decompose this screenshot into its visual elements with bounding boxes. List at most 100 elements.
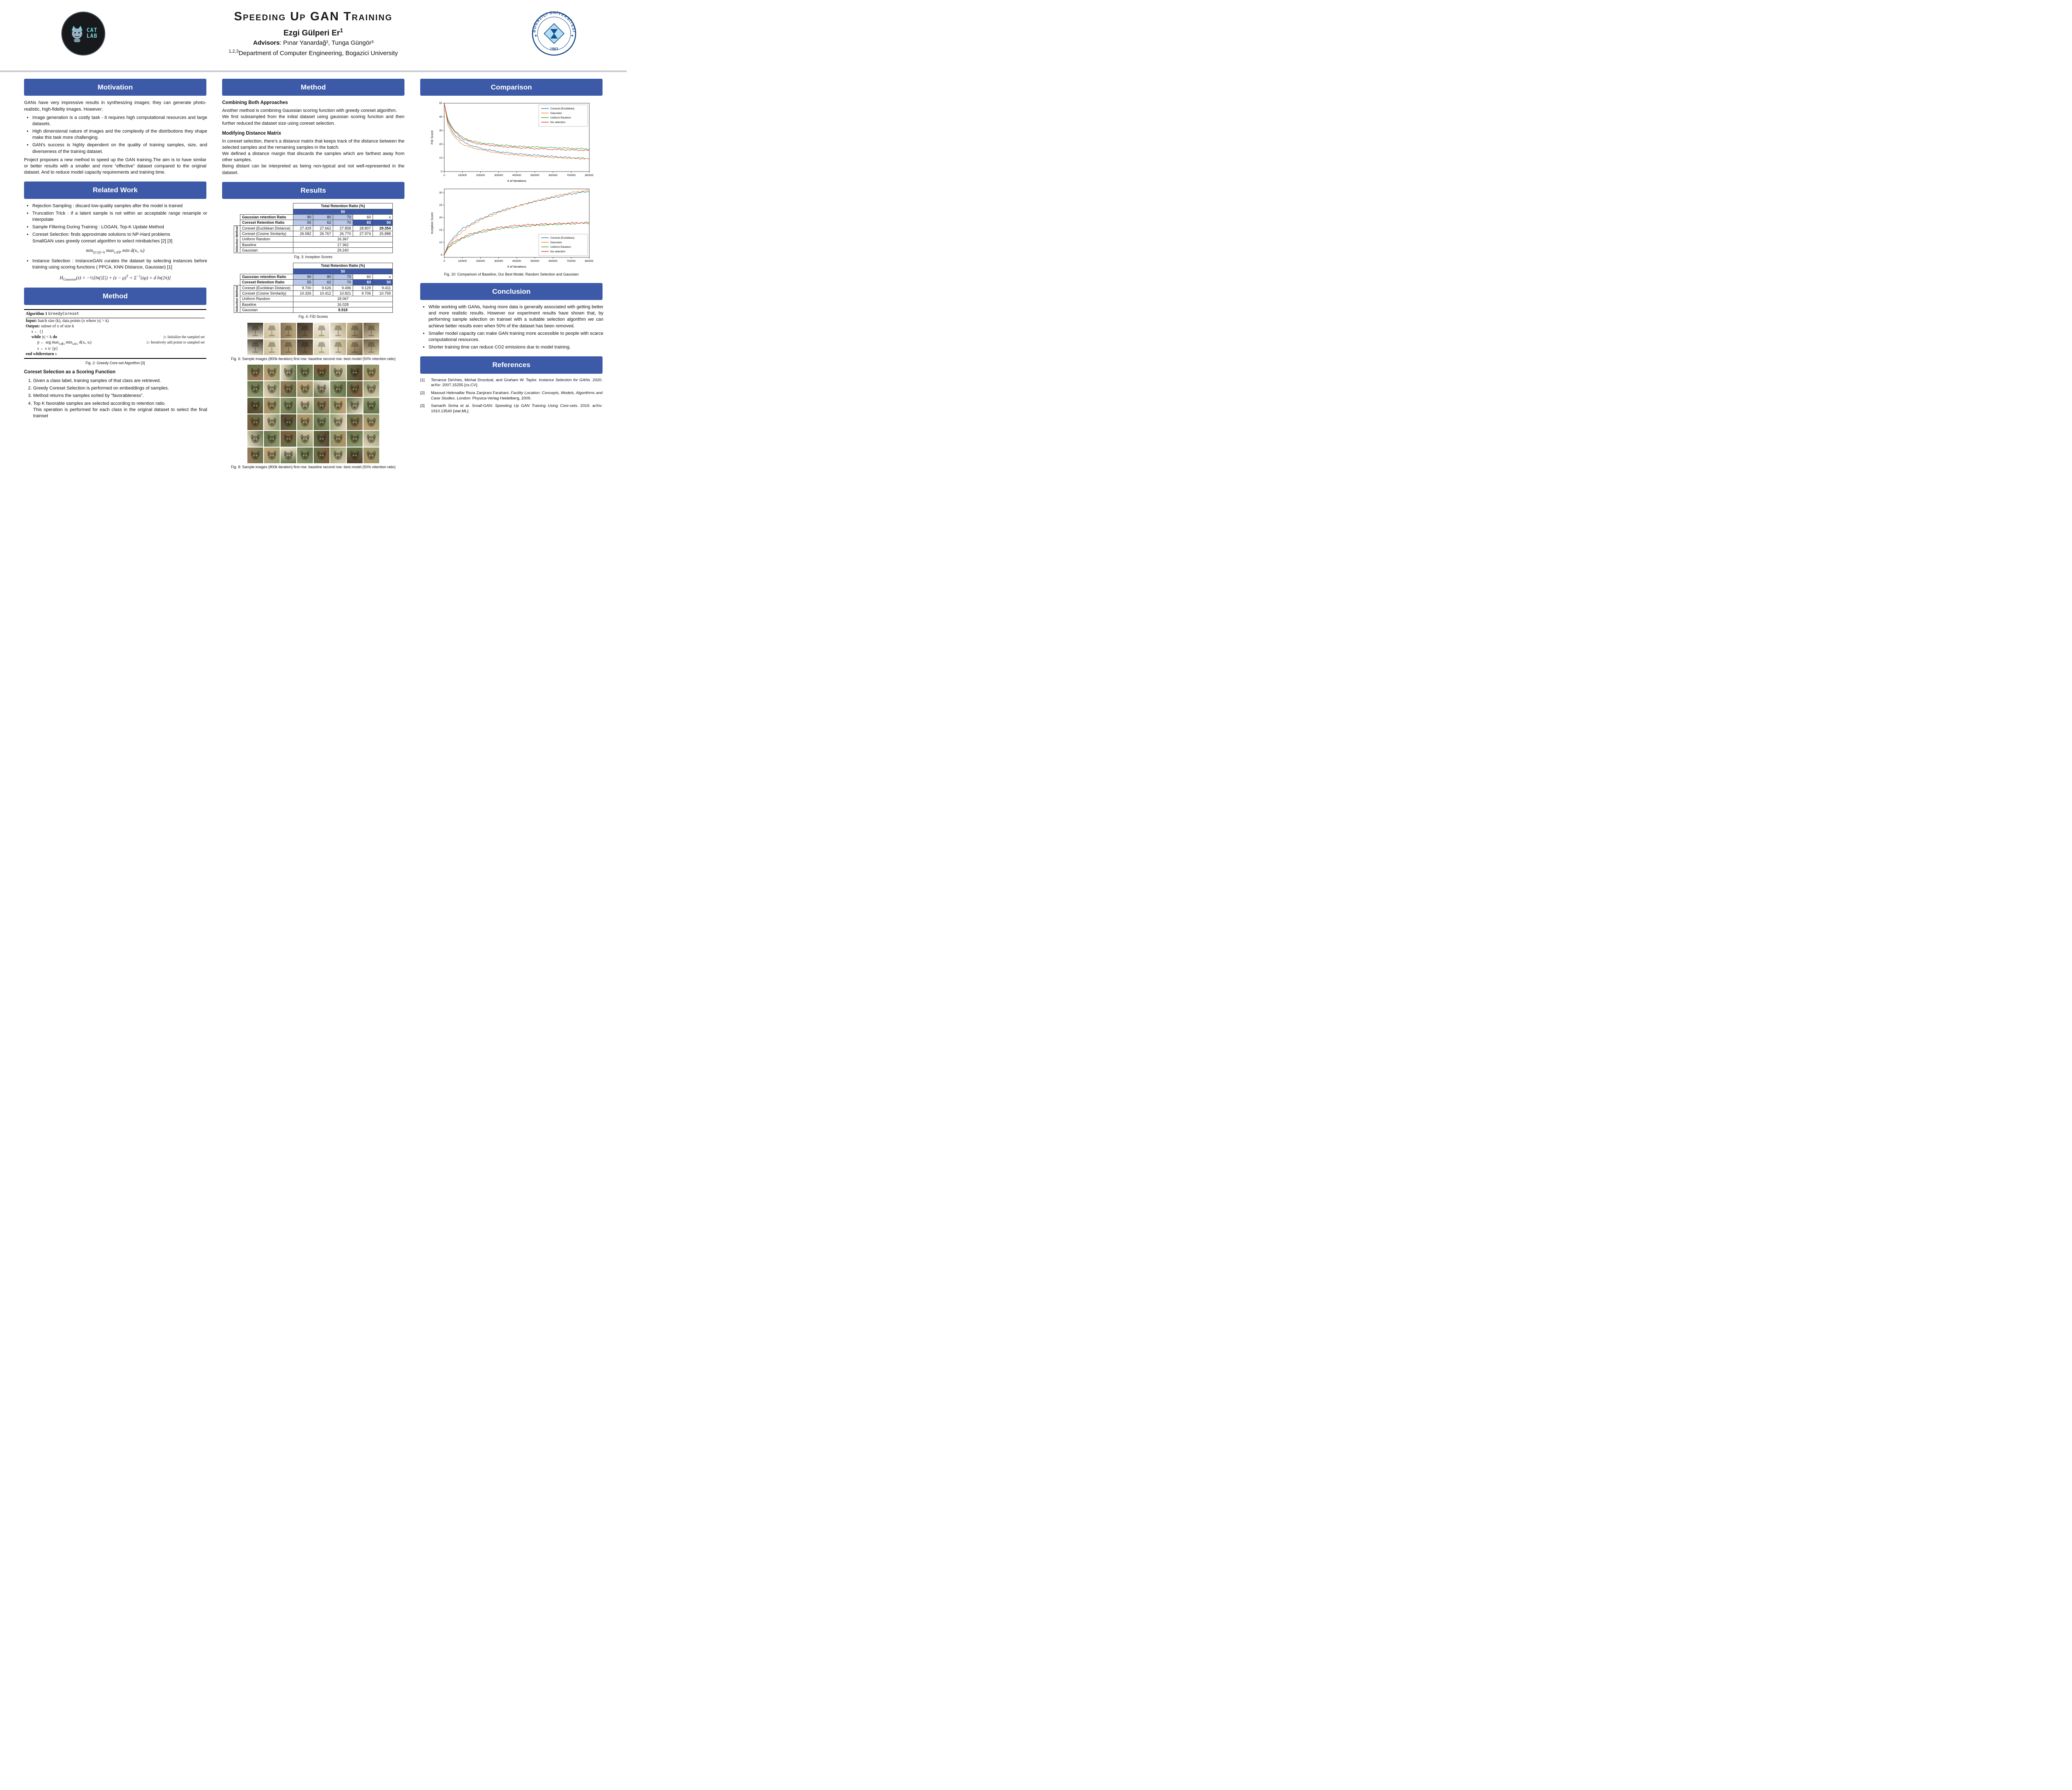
advisors-label: Advisors [253,39,280,47]
table-cell: 26.767 [313,230,333,237]
related-work-bullet: Rejection Sampling : discard low-quality… [32,203,207,209]
text-part: s [54,352,57,357]
dog-image-tile [264,381,280,397]
conclusion-bullet: Smaller model capacity can make GAN trai… [428,331,603,343]
table-row-label: Coreset (Cosine Similarity) [240,290,293,297]
dog-image-tile [330,447,346,463]
algorithm-line: end whilereturn s [26,351,205,357]
coreset-minmax-formula: minQ:|Q|=k maxxᵢ∈P min d(xᵢ, xⱼ) [23,248,207,255]
table-cell: x [373,274,393,280]
text-part: (zμ) + d ln(2π)] [140,275,171,281]
algorithm-line: s ← {} [26,329,205,334]
svg-text:Inception Score: Inception Score [430,213,434,234]
table-row-label: Coreset Retention Ratio [240,279,293,285]
text-part: p ← arg max [37,340,59,345]
algorithm-code: p ← arg maxxᵢ∉s minxⱼ∈s d(xᵢ, xⱼ) [26,340,92,346]
table-cell: 29.354 [373,225,393,231]
author-name: Ezgi Gülperi Er1 [0,27,627,38]
algorithm-code: s ← {} [26,329,44,334]
dog-image-tile [363,447,379,463]
modifying-distance-text: In coreset selection, there's a distance… [222,138,404,175]
text-part: subset of x of size k [41,324,74,329]
table-cell: 9.706 [353,290,373,297]
combining-approaches-heading: Combining Both Approaches [222,100,288,106]
dog-image-tile [347,414,363,430]
svg-text:300000: 300000 [494,260,503,263]
svg-text:15: 15 [439,229,443,232]
section-results-header: Results [222,181,404,199]
dog-image-tile [314,381,329,397]
lamp-image-tile [363,322,379,339]
dog-image-tile [297,447,313,463]
text-part: min [65,340,73,345]
table-cell: 10.326 [293,290,313,297]
dog-image-tile [247,364,263,380]
dog-image-tile [264,431,280,447]
dog-image-tile [363,364,379,380]
algorithm-title: Algorithm 1 GreedyCoreset [26,311,205,318]
lamp-image-tile [264,322,280,339]
svg-text:700000: 700000 [567,260,576,263]
table-cell: 9.129 [353,285,373,291]
table-cell: 62 [313,220,333,226]
text-part: d(xᵢ, xⱼ) [78,340,92,345]
table-cell: 50 [373,220,393,226]
table-cell: 70 [333,274,353,280]
svg-text:Gaussian: Gaussian [550,241,562,244]
table-top-header: Total Retention Ratio (%) [293,263,393,269]
svg-text:No selection: No selection [550,250,566,253]
coreset-scoring-steps: Given a class label, training samples of… [33,378,207,419]
motivation-bullet: GAN's success is highly dependent on the… [32,142,207,155]
table-row-label: Coreset (Euclidean Distance) [240,285,293,291]
svg-text:300000: 300000 [494,174,503,177]
related-work-bullet: Coreset Selection: finds approximate sol… [32,232,207,244]
text-part: Q:|Q|=k [93,250,105,254]
table-cell: 60 [353,214,373,220]
table-side-label: Selection Method [234,285,240,313]
dog-image-tile [281,381,296,397]
svg-text:100000: 100000 [458,174,467,177]
fig6-caption: Fig. 6: Sample images (800k iteration) f… [231,356,396,361]
svg-text:700000: 700000 [567,174,576,177]
lamp-image-tile [297,339,313,355]
table-cell: 55 [293,220,313,226]
dog-image-tile [314,397,329,414]
svg-text:600000: 600000 [549,260,558,263]
section-related-work-header: Related Work [24,181,206,199]
related-work-bullets: Rejection Sampling : discard low-quality… [32,203,207,244]
affiliation-superscript: 1,2,3 [228,49,239,54]
table-row-label: Gaussian retention Ratio [240,274,293,280]
table-row-label: Coreset (Cosine Similarity) [240,230,293,237]
motivation-bullet: Image generation is a costly task - it r… [32,115,207,127]
table-row-label: Uniform Random [240,296,293,302]
table-row-label: Gaussian [240,307,293,313]
table-cell: 70 [333,279,353,285]
dog-image-tile [281,431,296,447]
text-part: while [31,334,42,339]
dog-image-tile [363,381,379,397]
lamp-image-tile [247,339,263,355]
svg-text:5: 5 [441,254,442,257]
table-cell: 28.807 [353,225,373,231]
related-work-bullet: Truncation Trick : if a latent sample is… [32,210,207,223]
svg-text:20: 20 [439,143,443,146]
scoring-step: Method returns the samples sorted by "fa… [33,393,207,399]
dog-image-tile [314,431,329,447]
svg-text:0: 0 [443,260,445,263]
svg-text:800000: 800000 [585,174,593,177]
svg-text:50: 50 [439,102,443,105]
text-part: min d(xᵢ, xⱼ) [121,248,145,253]
reference-number: [3] [420,404,425,409]
svg-text:500000: 500000 [530,174,540,177]
algorithm-code: s ← s ∪ {p} [26,346,58,351]
left-column: Motivation GANs have very impressive res… [23,73,207,473]
svg-text:Uniform Random: Uniform Random [550,116,571,119]
table-cell: 60 [353,274,373,280]
table-cell: 18.067 [293,296,393,302]
table-cell: 8.918 [293,307,393,313]
